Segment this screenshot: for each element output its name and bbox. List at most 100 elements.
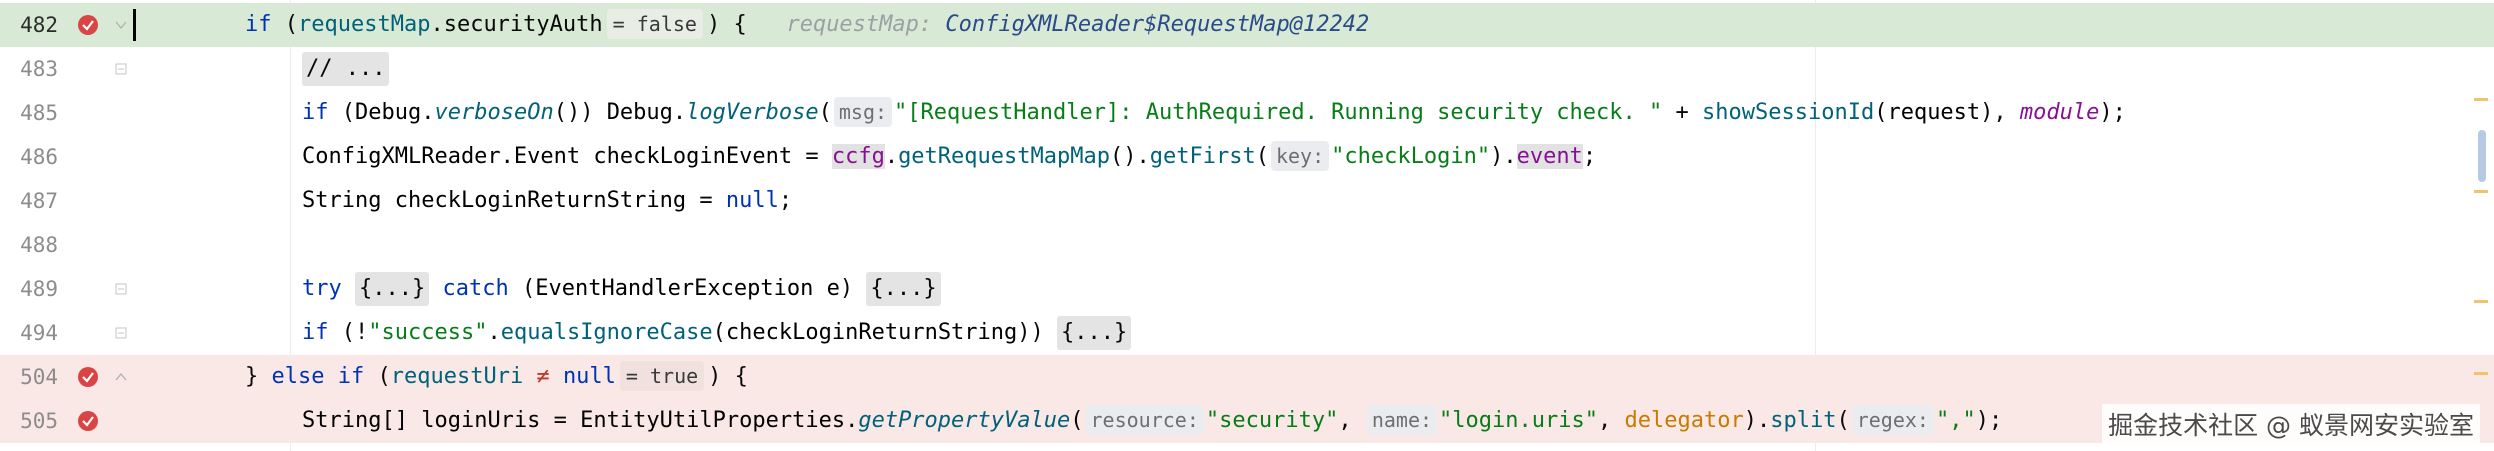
error-stripe-marker[interactable] <box>2474 372 2488 375</box>
token-variable: loginUris <box>407 408 541 433</box>
token: = <box>686 188 726 213</box>
token: . <box>487 320 501 345</box>
code-text[interactable]: if (requestMap.securityAuth= false) { re… <box>245 3 1369 47</box>
code-line-487[interactable]: 487 String checkLoginReturnString = null… <box>0 179 2494 223</box>
token: ( <box>1836 408 1850 433</box>
token: = <box>792 144 832 169</box>
token-keyword: null <box>725 188 779 213</box>
token: = <box>540 408 581 433</box>
token-class: EntityUtilProperties <box>580 408 846 433</box>
code-line-488[interactable]: 488 <box>0 223 2494 267</box>
token: (). <box>1109 144 1150 169</box>
token: )) <box>1017 320 1058 345</box>
indent-guide <box>290 0 291 451</box>
token-class: Debug <box>355 100 422 125</box>
token: ). <box>1490 144 1517 169</box>
line-number[interactable]: 486 <box>20 145 58 169</box>
token: ( <box>712 320 726 345</box>
token: ; <box>778 188 793 213</box>
parameter-hint: msg: <box>833 97 893 127</box>
code-text[interactable]: } else if (requestUri ≠ null= true) { <box>245 355 748 399</box>
token-keyword: else <box>271 364 325 389</box>
editor-scrollbar[interactable] <box>2476 0 2494 451</box>
breakpoint-icon[interactable] <box>77 14 99 36</box>
folded-block[interactable]: {...} <box>1057 316 1132 350</box>
code-line-486[interactable]: 486 ConfigXMLReader.Event checkLoginEven… <box>0 135 2494 179</box>
line-number[interactable]: 489 <box>20 277 58 301</box>
code-line-485[interactable]: 485 if (Debug.verboseOn()) Debug.logVerb… <box>0 91 2494 135</box>
folded-comment[interactable]: // ... <box>302 52 390 86</box>
token: . <box>672 100 687 125</box>
token-class: EventHandlerException <box>535 276 814 301</box>
token-class: ConfigXMLReader.Event <box>302 144 581 169</box>
token: , <box>1338 408 1365 433</box>
code-line-482[interactable]: 482 if (requestMap.securityAuth= false) … <box>0 3 2494 47</box>
code-line-504[interactable]: 504 } else if (requestUri ≠ null= true) … <box>0 355 2494 399</box>
code-text[interactable]: ConfigXMLReader.Event checkLoginEvent = … <box>302 135 1596 179</box>
code-line-494[interactable]: 494 if (!"success".equalsIgnoreCase(chec… <box>0 311 2494 355</box>
parameter-hint: key: <box>1270 141 1330 171</box>
code-text[interactable]: try {...} catch (EventHandlerException e… <box>302 267 941 311</box>
folded-block[interactable]: {...} <box>866 272 941 306</box>
token: ( <box>1255 144 1269 169</box>
token: + <box>1662 100 1703 125</box>
token: ( <box>271 12 298 37</box>
code-line-483[interactable]: 483 // ... <box>0 47 2494 91</box>
token-variable: requestMap <box>298 12 431 37</box>
inline-value-hint: = true <box>619 361 705 391</box>
token-variable: e <box>813 276 840 301</box>
line-number[interactable]: 485 <box>20 101 58 125</box>
token-keyword: if <box>245 12 272 37</box>
text-caret <box>133 9 136 41</box>
error-stripe-marker[interactable] <box>2474 98 2488 101</box>
breakpoint-icon[interactable] <box>77 366 99 388</box>
code-text[interactable]: String checkLoginReturnString = null; <box>302 179 792 223</box>
token-keyword: if <box>337 364 365 389</box>
parameter-hint: regex: <box>1851 405 1934 435</box>
token-field: ccfg <box>831 144 885 169</box>
line-number[interactable]: 483 <box>20 57 58 81</box>
token-variable: requestUri <box>390 364 524 389</box>
token-string: "[RequestHandler]: AuthRequired. Running… <box>894 100 1663 125</box>
error-stripe-marker[interactable] <box>2474 300 2488 303</box>
token-string: "login.uris" <box>1439 408 1598 433</box>
fold-marker-icon[interactable] <box>115 19 127 31</box>
line-number[interactable]: 487 <box>20 189 58 213</box>
fold-marker-icon[interactable] <box>115 327 127 339</box>
breakpoint-icon[interactable] <box>77 410 99 432</box>
token-class: String <box>302 188 382 213</box>
token-method: showSessionId <box>1702 100 1875 125</box>
token: , <box>1598 408 1625 433</box>
token-keyword: if <box>302 320 329 345</box>
fold-marker-icon[interactable] <box>115 371 127 383</box>
token-static-method: getPropertyValue <box>858 408 1071 433</box>
folded-block[interactable]: {...} <box>355 272 430 306</box>
token-variable: request <box>1887 100 1981 125</box>
scrollbar-thumb[interactable] <box>2478 130 2486 182</box>
token: . <box>884 144 899 169</box>
code-line-489[interactable]: 489 try {...} catch (EventHandlerExcepti… <box>0 267 2494 311</box>
line-number[interactable]: 504 <box>20 365 58 389</box>
error-stripe-marker[interactable] <box>2474 190 2488 193</box>
inline-value-hint: = false <box>606 9 703 39</box>
line-number[interactable]: 505 <box>20 409 58 433</box>
code-text[interactable]: if (Debug.verboseOn()) Debug.logVerbose(… <box>302 91 2126 135</box>
token: ); <box>1975 408 2003 433</box>
token <box>324 364 337 389</box>
line-number[interactable]: 482 <box>20 13 58 37</box>
token-method: split <box>1770 408 1837 433</box>
fold-marker-icon[interactable] <box>115 63 127 75</box>
code-text[interactable]: if (!"success".equalsIgnoreCase(checkLog… <box>302 311 1132 355</box>
code-line-505[interactable]: 505 String[] loginUris = EntityUtilPrope… <box>0 399 2494 443</box>
token: ); <box>2099 100 2126 125</box>
code-text[interactable]: String[] loginUris = EntityUtilPropertie… <box>302 399 2002 443</box>
fold-marker-icon[interactable] <box>115 283 127 295</box>
token-variable: checkLoginReturnString <box>725 320 1018 345</box>
debug-inline-value[interactable]: ConfigXMLReader$RequestMap@12242 <box>945 12 1370 37</box>
line-number[interactable]: 494 <box>20 321 58 345</box>
code-text[interactable]: // ... <box>302 47 390 91</box>
token: ( <box>1874 100 1888 125</box>
line-number[interactable]: 488 <box>20 233 58 257</box>
token: } <box>245 364 272 389</box>
